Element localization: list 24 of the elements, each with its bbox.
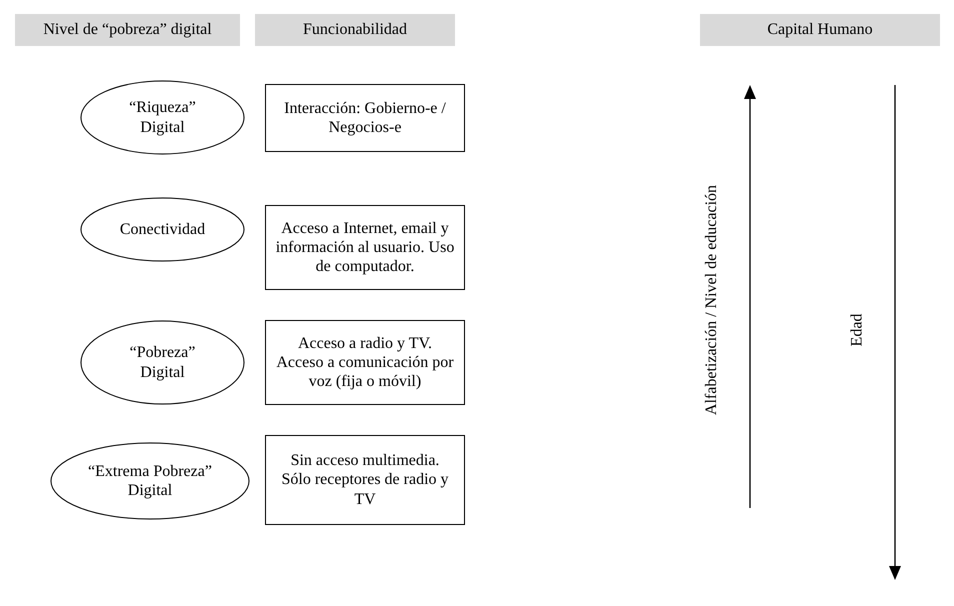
column-header xyxy=(700,14,940,46)
node-text: Acceso a radio y TV. Acceso a comunicación por voz (fija o móvil) xyxy=(275,334,455,392)
node-text: Conectividad xyxy=(120,220,206,240)
level-ellipse xyxy=(80,320,245,405)
node-text: “Extrema Pobreza” Digital xyxy=(88,462,212,500)
level-ellipse xyxy=(50,442,250,520)
header-text: Nivel de “pobreza” digital xyxy=(43,20,212,40)
axis-label: Alfabetización / Nivel de educación xyxy=(703,184,722,416)
node-text: “Riqueza” Digital xyxy=(128,98,197,137)
node-text: Acceso a Internet, email y información al usuario. Uso de computador. xyxy=(274,218,456,276)
function-box xyxy=(265,84,465,152)
column-header xyxy=(15,14,240,46)
level-ellipse xyxy=(80,80,245,155)
axis-label: Edad xyxy=(848,314,866,346)
function-box xyxy=(265,205,465,290)
node-text: Interacción: Gobierno-e / Negocios-e xyxy=(283,98,447,138)
function-box xyxy=(265,320,465,405)
function-box xyxy=(265,435,465,525)
column-header xyxy=(255,14,455,46)
header-text: Funcionabilidad xyxy=(303,20,407,40)
node-text: Sin acceso multimedia. Sólo receptores de radio y TV xyxy=(280,451,450,509)
level-ellipse xyxy=(80,197,245,262)
header-text: Capital Humano xyxy=(767,20,873,40)
node-text: “Pobreza” Digital xyxy=(128,343,196,382)
